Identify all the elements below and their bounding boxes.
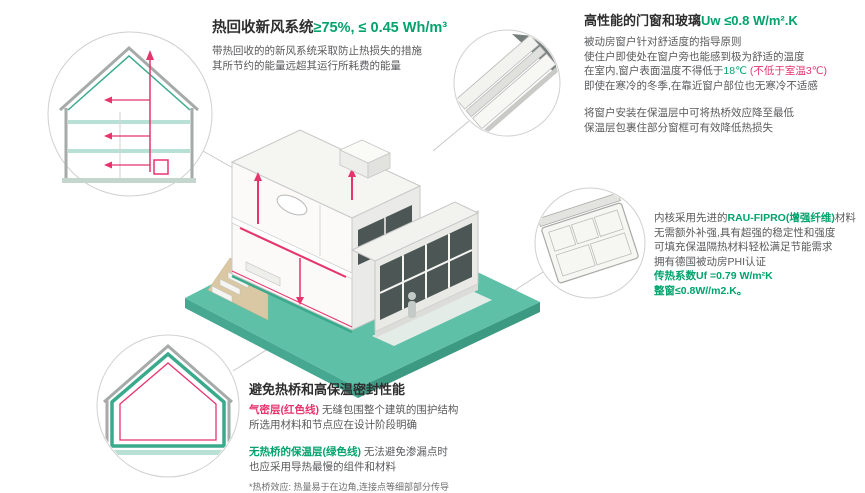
wing-base bbox=[375, 284, 478, 338]
windows-line3-green: 18℃ bbox=[723, 65, 747, 77]
profile-line1-green: RAU-FIPRO(增强纤维) bbox=[727, 212, 835, 224]
person-figure bbox=[408, 292, 416, 318]
profile-line2: 无需额外补强,具有超强的稳定性和强度 bbox=[654, 226, 836, 239]
airtight-layer-line1: 气密层(红色线) 无缝包围整个建筑的围护结构 bbox=[249, 403, 589, 418]
window-corner-detail bbox=[455, 34, 559, 135]
glazed-wing bbox=[350, 201, 480, 338]
circle-outline bbox=[47, 31, 213, 197]
airtight-text: 无缝包围整个建筑的围护结构 bbox=[319, 404, 459, 416]
insulation-layer-line2: 也应采用导热最慢的组件和材料 bbox=[249, 460, 396, 473]
profile-line3: 可填充保温隔热材料轻松满足节能需求 bbox=[654, 241, 833, 253]
heat-recovery-title-value: ≥75%, ≤ 0.45 Wh/m³ bbox=[313, 20, 448, 36]
profile-u-value-window: 整窗≤0.8W//m2.K。 bbox=[654, 284, 748, 297]
windows-line3-red: (不低于室温3℃) bbox=[746, 65, 827, 77]
profile-u-value-frame: 传热系数Uf =0.79 W/m²K bbox=[654, 270, 773, 282]
heat-recovery-body-line2: 其所节约的能量远超其运行所耗费的能量 bbox=[212, 59, 401, 72]
terrace bbox=[372, 290, 492, 346]
section-base bbox=[62, 178, 196, 183]
rooftop-unit bbox=[339, 139, 391, 200]
kitchen-counter bbox=[245, 261, 281, 287]
windows-line3-black: 在室内,窗户表面温度不得低于 bbox=[584, 65, 724, 77]
airtight-label: 气密层(红色线) bbox=[249, 404, 319, 416]
heat-exchanger-unit bbox=[153, 159, 169, 175]
connector-line bbox=[432, 120, 470, 152]
profile-line1-black-b: 材料 bbox=[834, 212, 856, 224]
thermal-bridge-annotation: 避免热桥和高保温密封性能 气密层(红色线) 无缝包围整个建筑的围护结构 所选用材… bbox=[249, 381, 589, 493]
heat-recovery-body-line1: 带热回收的的新风系统采取防止热损失的措施 bbox=[212, 45, 422, 57]
section-duct-system bbox=[104, 50, 169, 175]
profile-line1-black-a: 内核采用先进的 bbox=[654, 212, 728, 224]
connector-line bbox=[232, 346, 272, 372]
insulation-text: 无法避免渗漏点时 bbox=[361, 446, 448, 458]
frame-profile-circle bbox=[534, 187, 646, 299]
windows-body-line6: 保温层包裹住部分窗框可有效降低热损失 bbox=[584, 121, 773, 134]
windows-body-line5: 将窗户安装在保温层中可将热桥效应降至最低 bbox=[584, 107, 794, 119]
bathtub bbox=[276, 194, 308, 216]
airtight-layer-line2: 所选用材料和节点应在设计阶段明确 bbox=[249, 418, 417, 431]
windows-title-text: 高性能的门窗和玻璃 bbox=[584, 13, 702, 28]
wing-roof-slab bbox=[350, 201, 480, 262]
insulation-line bbox=[231, 274, 353, 334]
windows-body-line4: 即使在寒冷的冬季,在靠近窗户部位也无寒冷不适感 bbox=[584, 79, 818, 92]
airtight-line bbox=[231, 270, 353, 328]
frame-profile-detail bbox=[537, 192, 639, 284]
spacer bbox=[249, 432, 589, 445]
windows-body-line1: 被动房窗户针对舒适度的指导原则 bbox=[584, 36, 742, 48]
windows-body-line2: 使住户即使处在窗户旁也能感到极为舒适的温度 bbox=[584, 50, 805, 63]
ventilation-ducts bbox=[239, 172, 347, 305]
house-base-slab bbox=[104, 450, 232, 455]
airtight-house-circle bbox=[96, 334, 240, 478]
section-floor bbox=[68, 120, 190, 124]
thermal-bridge-footnote: *热桥效应: 热量易于在边角,连接点等细部部分传导 bbox=[249, 482, 450, 492]
circle-outline bbox=[96, 334, 240, 478]
heat-recovery-title: 热回收新风系统≥75%, ≤ 0.45 Wh/m³ bbox=[212, 19, 502, 38]
profile-line4: 拥有德国被动房PHI认证 bbox=[654, 255, 767, 268]
stair-step bbox=[211, 285, 233, 303]
windows-title-value: Uw ≤0.8 W/m².K bbox=[701, 13, 798, 28]
house-roof-outline bbox=[103, 344, 233, 404]
insulation-layer-line1: 无热桥的保温层(绿色线) 无法避免渗漏点时 bbox=[249, 445, 589, 460]
airtight-layer-red-line bbox=[119, 362, 217, 441]
section-roof bbox=[58, 45, 200, 112]
window-mullions bbox=[379, 233, 473, 310]
heat-recovery-annotation: 热回收新风系统≥75%, ≤ 0.45 Wh/m³ 带热回收的的新风系统采取防止… bbox=[212, 19, 502, 73]
insulation-layer-green-line bbox=[110, 351, 226, 448]
section-roof-insulation bbox=[67, 54, 191, 111]
windows-title: 高性能的门窗和玻璃Uw ≤0.8 W/m².K bbox=[584, 12, 862, 29]
spacer bbox=[584, 93, 862, 106]
windows-body-line3: 在室内,窗户表面温度不得低于18℃ (不低于室温3℃) bbox=[584, 64, 862, 79]
section-floor bbox=[68, 149, 190, 153]
profile-line1: 内核采用先进的RAU-FIPRO(增强纤维)材料 bbox=[654, 211, 862, 226]
insulation-label: 无热桥的保温层(绿色线) bbox=[249, 446, 361, 458]
heat-recovery-title-text: 热回收新风系统 bbox=[212, 20, 314, 36]
frame-profile-annotation: 内核采用先进的RAU-FIPRO(增强纤维)材料 无需额外补强,具有超强的稳定性… bbox=[654, 211, 862, 298]
house-3d-illustration bbox=[185, 129, 540, 398]
heat-recovery-section-circle bbox=[47, 31, 213, 197]
window-corner-circle bbox=[453, 29, 561, 137]
thermal-bridge-title: 避免热桥和高保温密封性能 bbox=[249, 382, 406, 397]
floor-slab bbox=[231, 216, 353, 280]
stair-step bbox=[219, 278, 241, 296]
windows-annotation: 高性能的门窗和玻璃Uw ≤0.8 W/m².K 被动房窗户针对舒适度的指导原则 … bbox=[584, 12, 862, 135]
